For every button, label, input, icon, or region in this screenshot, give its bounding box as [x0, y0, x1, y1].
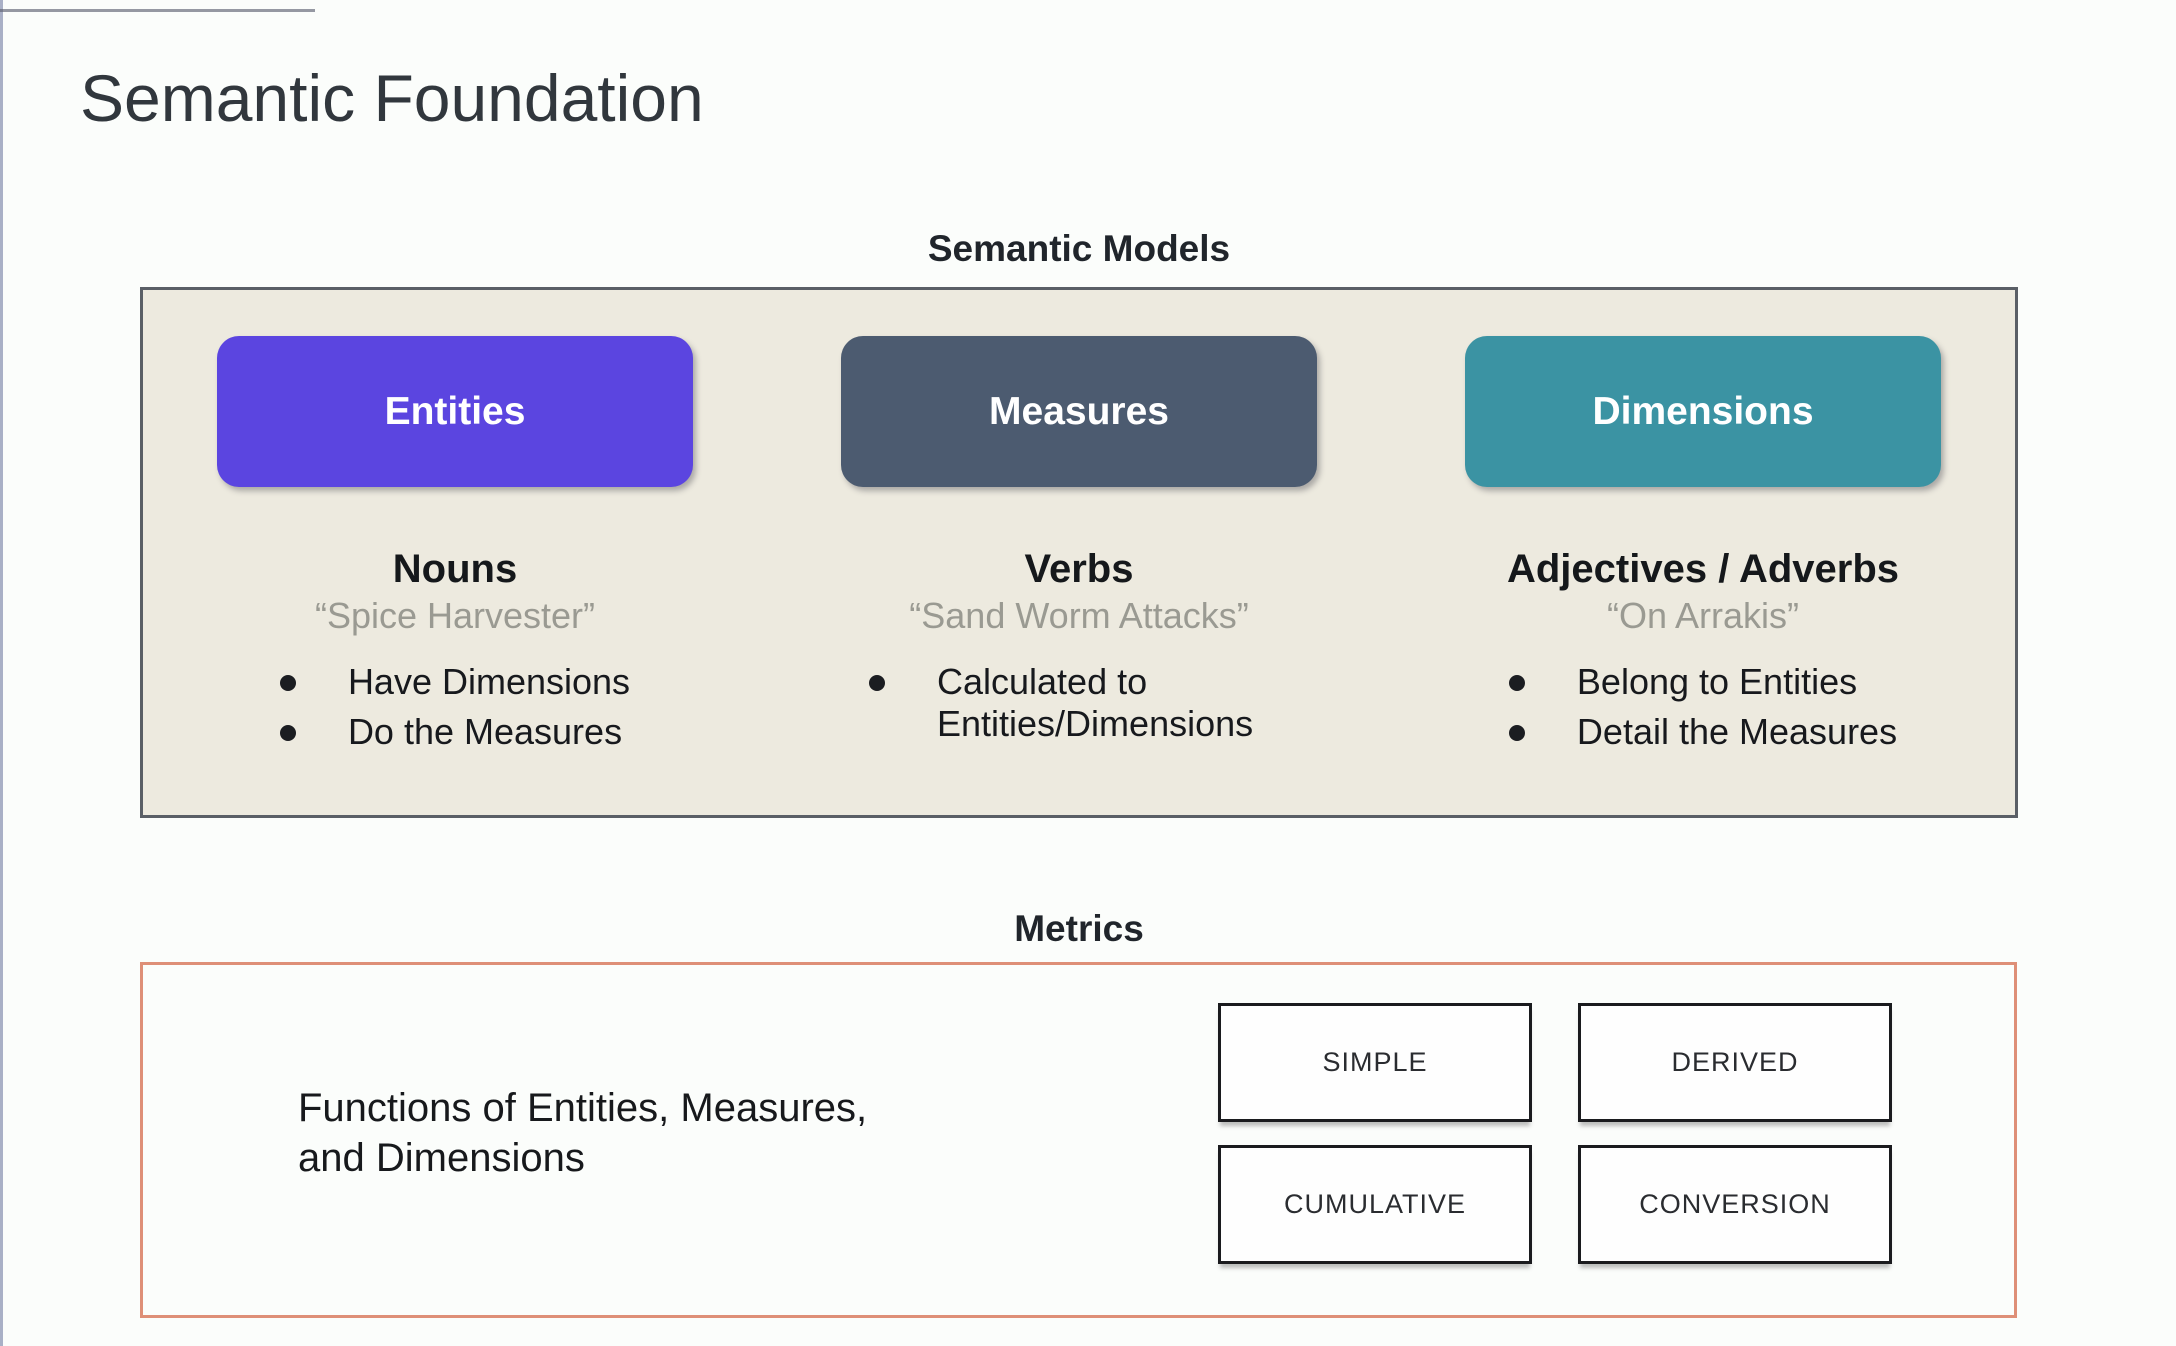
- bullet-dot-icon: [1508, 675, 1525, 691]
- list-item: Have Dimensions: [279, 661, 631, 703]
- bullet-dot-icon: [1508, 725, 1525, 742]
- metric-type-simple: SIMPLE: [1218, 1003, 1532, 1122]
- semantic-models-panel: Entities Nouns “Spice Harvester” Have Di…: [140, 287, 2018, 818]
- entities-example: “Spice Harvester”: [314, 595, 596, 636]
- metrics-heading: Metrics: [1014, 908, 1144, 949]
- list-item: Detail the Measures: [1508, 711, 1898, 753]
- bullet-text: Have Dimensions: [347, 661, 631, 702]
- metrics-description: Functions of Entities, Measures, and Dim…: [298, 1086, 868, 1180]
- list-item: Belong to Entities: [1508, 661, 1897, 703]
- metrics-panel: Functions of Entities, Measures, and Dim…: [140, 962, 2017, 1318]
- measures-example: “Sand Worm Attacks”: [909, 595, 1249, 636]
- bullet-text: Calculated to Entities/Dimensions: [937, 661, 1254, 745]
- entities-column: Entities Nouns “Spice Harvester” Have Di…: [143, 290, 767, 815]
- measures-bullet-list: Calculated to Entities/Dimensions: [869, 661, 1289, 754]
- metric-type-conversion: CONVERSION: [1578, 1145, 1892, 1264]
- dimensions-example: “On Arrakis”: [1606, 595, 1800, 636]
- list-item: Do the Measures: [279, 711, 630, 753]
- bullet-dot-icon: [279, 725, 296, 742]
- list-item: Calculated to Entities/Dimensions: [869, 661, 1289, 746]
- bullet-text: Detail the Measures: [1576, 711, 1898, 753]
- dimensions-pill: Dimensions: [1465, 336, 1941, 487]
- entities-bullet-list: Have Dimensions Do the Measures: [279, 661, 631, 762]
- bullet-text: Belong to Entities: [1576, 661, 1858, 702]
- dimensions-column: Dimensions Adjectives / Adverbs “On Arra…: [1391, 290, 2015, 815]
- bullet-text: Do the Measures: [347, 711, 623, 753]
- page-title: Semantic Foundation: [80, 61, 704, 135]
- measures-pill: Measures: [841, 336, 1317, 487]
- window-top-border: [0, 9, 315, 12]
- dimensions-word-type: Adjectives / Adverbs: [1506, 547, 1899, 591]
- entities-word-type: Nouns: [392, 547, 518, 591]
- dimensions-bullet-list: Belong to Entities Detail the Measures: [1508, 661, 1898, 762]
- metric-type-derived: DERIVED: [1578, 1003, 1892, 1122]
- metric-type-cumulative: CUMULATIVE: [1218, 1145, 1532, 1264]
- measures-word-type: Verbs: [1024, 547, 1134, 591]
- metric-types-grid: SIMPLE DERIVED CUMULATIVE CONVERSION: [1218, 1003, 1892, 1264]
- bullet-dot-icon: [869, 675, 885, 691]
- entities-pill: Entities: [217, 336, 693, 487]
- window-left-border: [0, 0, 3, 1346]
- semantic-models-heading: Semantic Models: [927, 228, 1231, 269]
- measures-column: Measures Verbs “Sand Worm Attacks” Calcu…: [767, 290, 1391, 815]
- bullet-dot-icon: [279, 675, 296, 691]
